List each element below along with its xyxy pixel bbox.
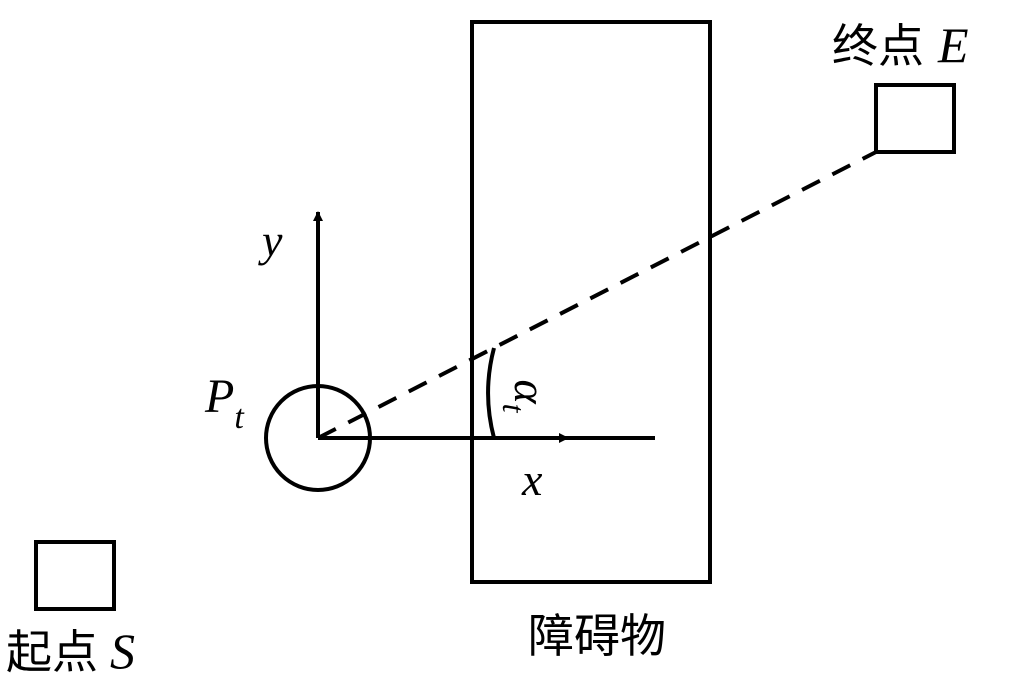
x-axis-label: x <box>521 454 543 505</box>
obstacle-label: 障碍物 <box>528 609 666 663</box>
direction-to-goal-line <box>317 150 877 440</box>
start-point-box <box>34 540 116 611</box>
obstacle-rect <box>470 20 712 584</box>
y-axis-label: y <box>258 215 283 266</box>
robot-label: Pt <box>204 370 245 436</box>
angle-arc <box>486 347 496 439</box>
end-point-box <box>874 83 956 154</box>
angle-label: αt <box>496 379 556 413</box>
svg-text:αt: αt <box>496 379 556 413</box>
